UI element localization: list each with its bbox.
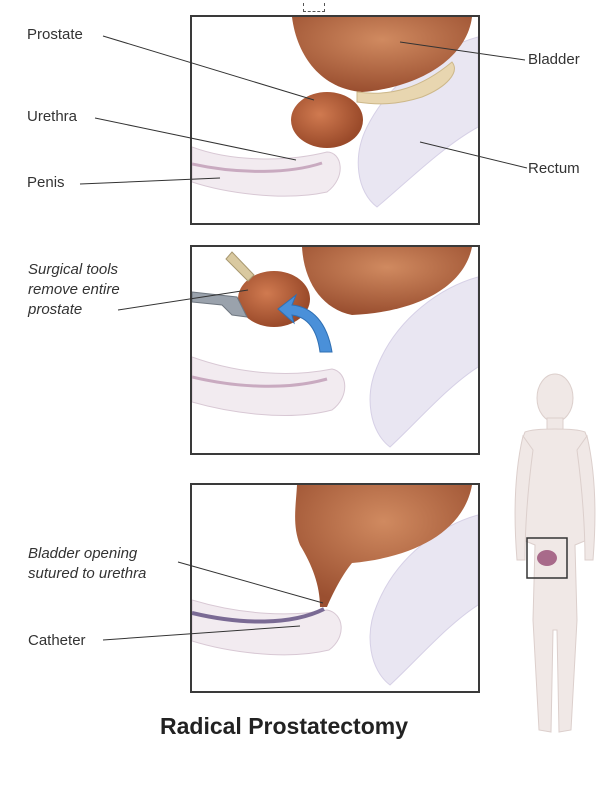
label-surgical-tools-1: Surgical tools — [28, 261, 119, 278]
bladder-shape — [292, 17, 472, 92]
label-penis: Penis — [27, 174, 65, 191]
label-surgical-tools-2: remove entire — [28, 281, 120, 298]
label-bladder: Bladder — [528, 51, 580, 68]
label-surgical-tools-3: prostate — [28, 301, 83, 318]
prostate-shape — [291, 92, 363, 148]
label-bladder-opening-2: sutured to urethra — [28, 565, 147, 582]
panel-removal — [190, 245, 480, 455]
label-prostate: Prostate — [27, 26, 83, 43]
panel-anatomy — [190, 15, 480, 225]
label-urethra: Urethra — [27, 108, 78, 125]
diagram-title: Radical Prostatectomy — [160, 713, 408, 739]
label-bladder-opening-1: Bladder opening — [28, 545, 138, 562]
top-marker — [303, 3, 325, 12]
bladder-shape — [302, 247, 472, 315]
human-figure-icon — [514, 373, 596, 733]
panel-reconnection — [190, 483, 480, 693]
label-catheter: Catheter — [28, 632, 86, 649]
penis-shape — [192, 599, 342, 656]
surgical-tool-icon — [225, 251, 255, 282]
rectum-shape — [369, 276, 478, 448]
label-rectum: Rectum — [528, 160, 580, 177]
seminal-vesicle-shape — [356, 61, 455, 105]
catheter-shape — [192, 607, 325, 624]
curved-arrow-icon — [277, 293, 333, 353]
bladder-shape — [295, 485, 472, 607]
